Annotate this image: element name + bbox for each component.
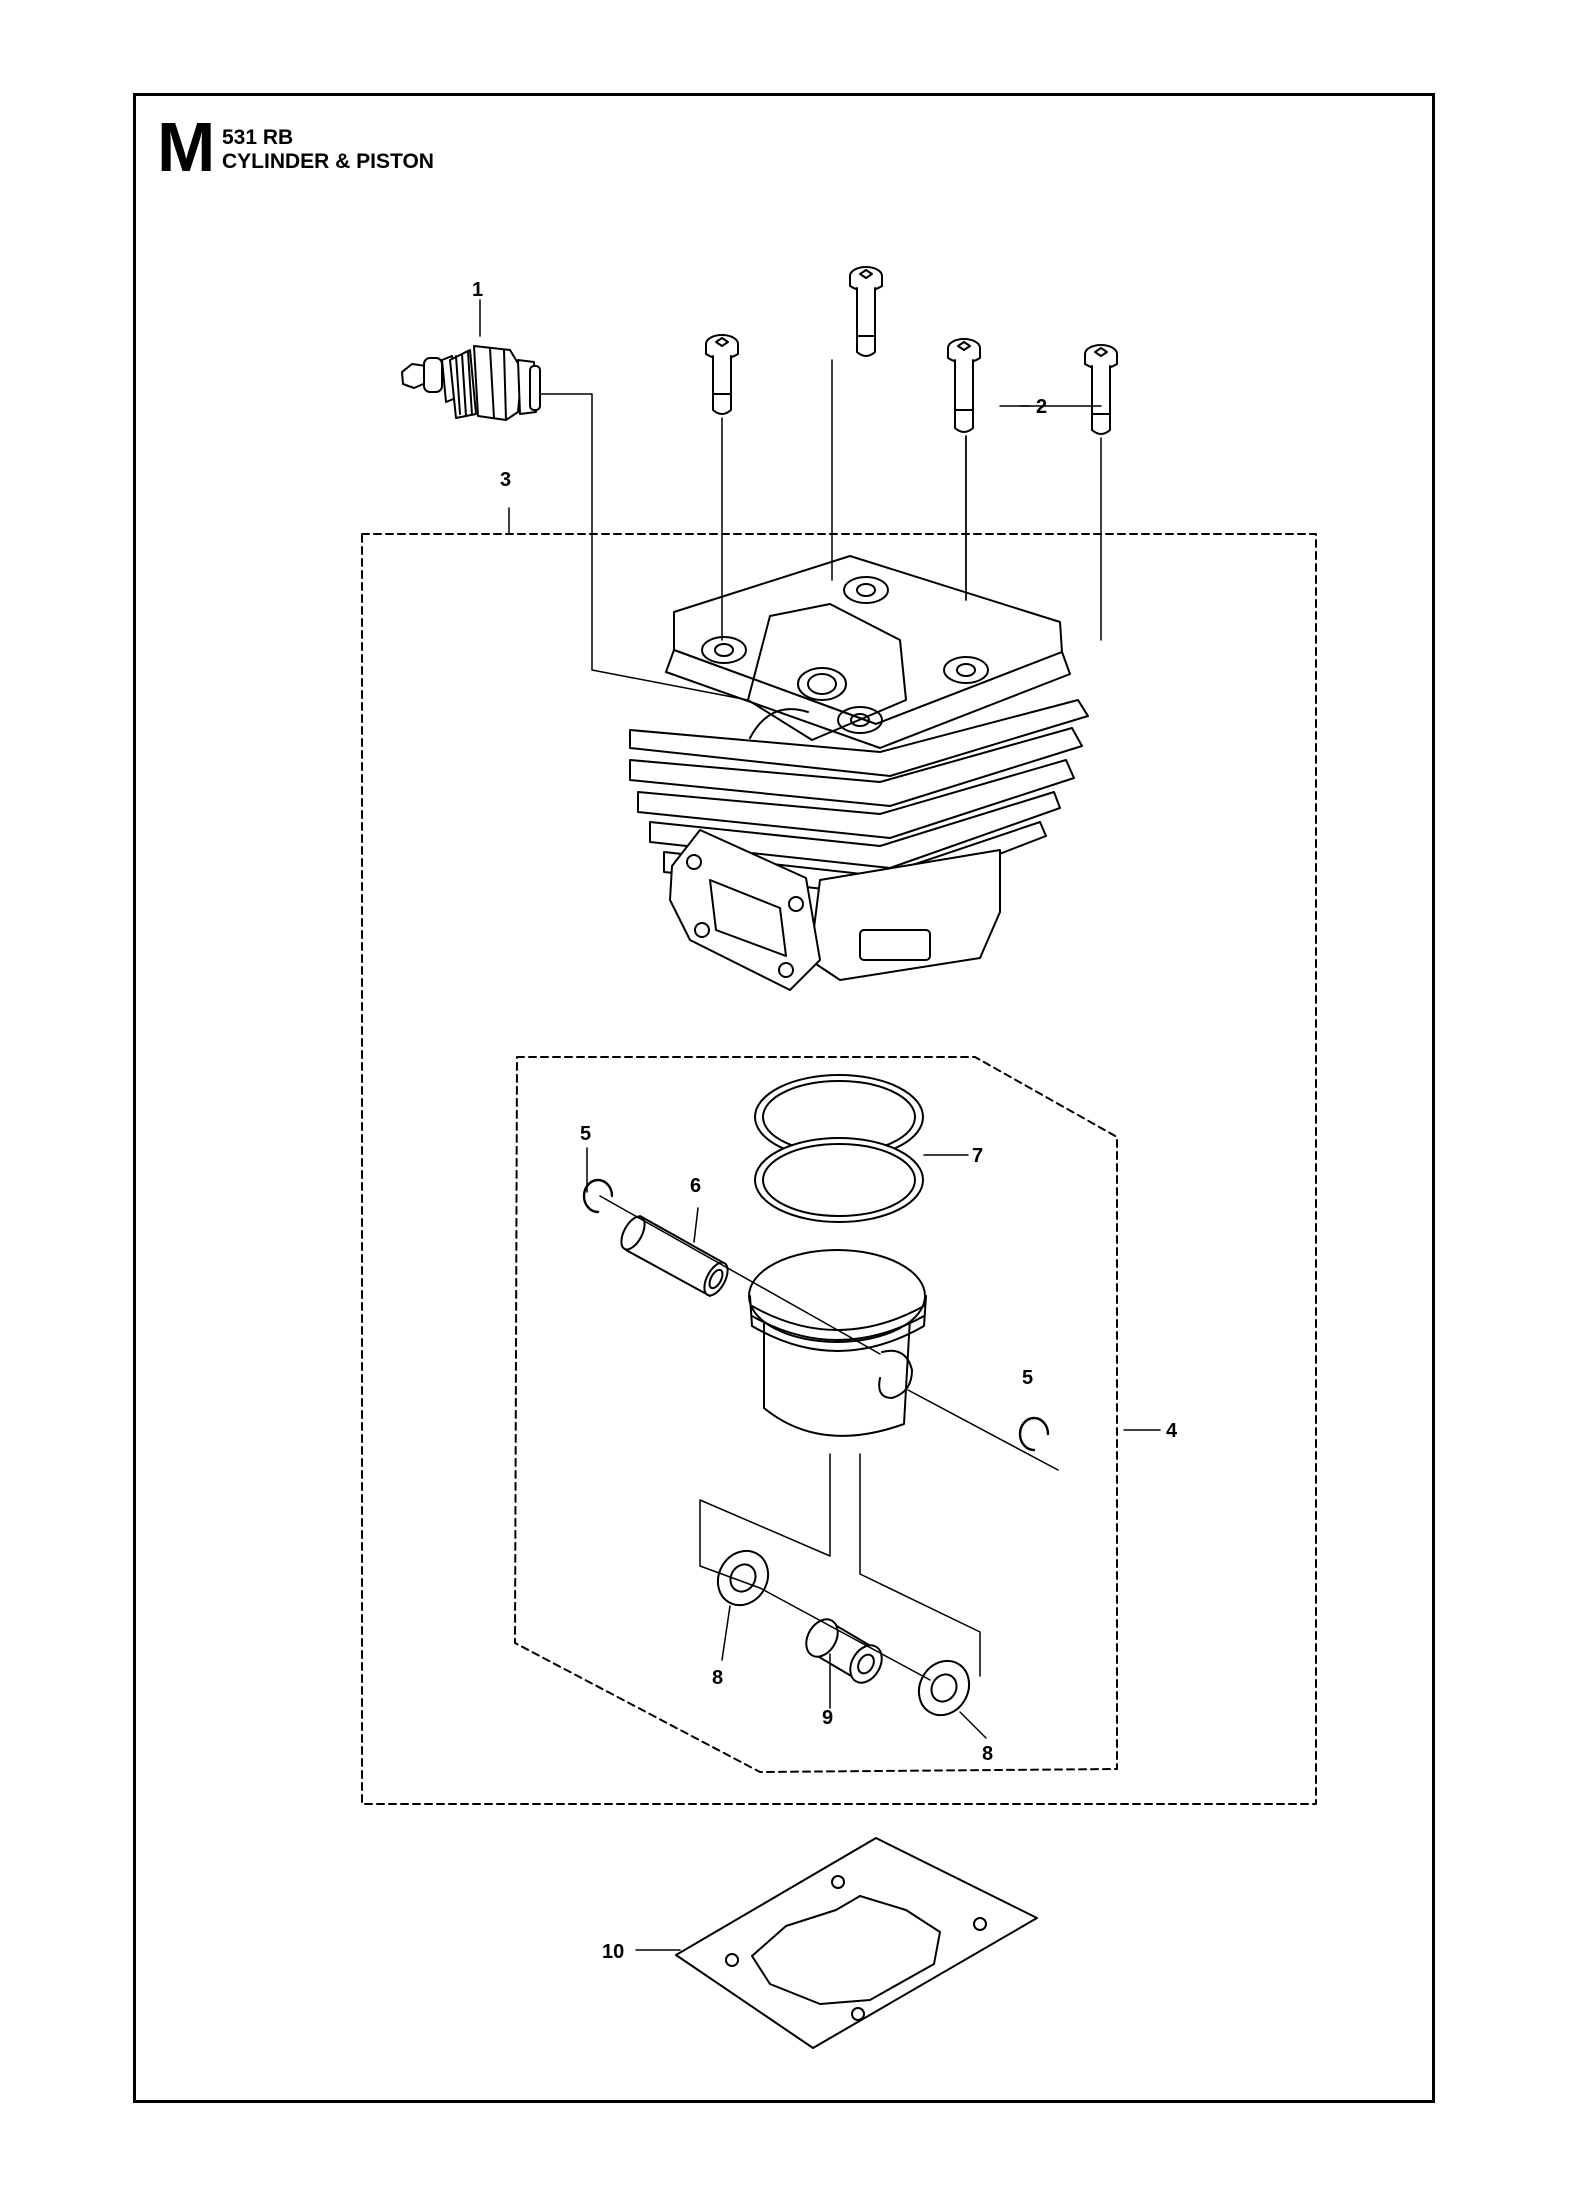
spark-plug-part xyxy=(401,345,541,421)
callout-5-left: 5 xyxy=(580,1123,591,1145)
cylinder-part xyxy=(629,555,1089,991)
cylinder-gasket-part xyxy=(675,1837,1038,2049)
callout-5-right: 5 xyxy=(1022,1367,1033,1389)
circlip-part-right xyxy=(1018,1416,1050,1452)
model-name: 531 RB xyxy=(222,126,294,149)
piston-ring-part xyxy=(754,1074,924,1223)
callout-3: 3 xyxy=(500,469,511,491)
callout-4: 4 xyxy=(1166,1420,1178,1442)
needle-bearing-part xyxy=(805,1618,883,1684)
leader-lines xyxy=(479,299,1161,1951)
callout-9: 9 xyxy=(822,1707,833,1729)
washer-part-right xyxy=(917,1659,971,1717)
callout-1: 1 xyxy=(472,279,483,301)
section-letter: M xyxy=(157,108,216,186)
page-frame xyxy=(133,93,1435,2103)
piston-pin-part xyxy=(620,1215,729,1297)
callout-2: 2 xyxy=(1036,396,1047,418)
section-title: CYLINDER & PISTON xyxy=(222,150,434,173)
callout-8-left: 8 xyxy=(712,1667,723,1689)
screw-part xyxy=(705,266,1118,435)
washer-part-left xyxy=(716,1549,770,1607)
callout-10: 10 xyxy=(602,1941,624,1963)
piston-part xyxy=(748,1249,927,1437)
piston-kit-boundary xyxy=(514,1056,1118,1773)
cylinder-kit-boundary xyxy=(361,533,1317,1805)
callout-8-right: 8 xyxy=(982,1743,993,1765)
callout-6: 6 xyxy=(690,1175,701,1197)
circlip-part-left xyxy=(582,1178,614,1214)
callout-7: 7 xyxy=(972,1145,983,1167)
